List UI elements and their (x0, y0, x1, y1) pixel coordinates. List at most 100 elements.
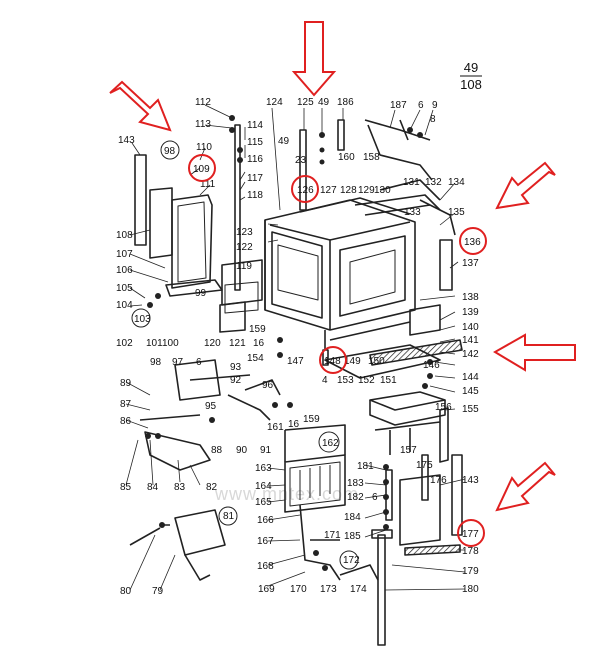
part-label: 136 (464, 237, 481, 248)
part-label: 176 (430, 475, 447, 486)
part-label: 90 (236, 445, 248, 456)
arrow-left-icon (493, 333, 576, 372)
part-label: 81 (223, 511, 235, 522)
part-label: 121 (229, 338, 246, 349)
part-label: 8 (430, 114, 436, 125)
part-label: 183 (347, 478, 364, 489)
highlight-circle-126 (291, 175, 319, 203)
part-label: 6 (196, 357, 202, 368)
svg-text:49: 49 (464, 60, 478, 75)
part-label: 138 (462, 292, 479, 303)
part-label: 179 (462, 566, 479, 577)
part-label: 93 (230, 362, 242, 373)
part-label: 110 (196, 142, 212, 153)
part-label: 167 (257, 536, 274, 547)
part-label: 173 (320, 584, 337, 595)
part-label: 129 (358, 185, 375, 196)
part-label: 119 (236, 261, 252, 272)
part-label: 156 (435, 402, 452, 413)
part-label: 16 (253, 338, 265, 349)
part-label: 166 (257, 515, 274, 526)
arrow-left-icon (495, 161, 556, 210)
part-label: 103 (134, 314, 151, 325)
part-label: 115 (247, 137, 263, 148)
part-label: 83 (174, 482, 186, 493)
part-label: 117 (247, 173, 263, 184)
part-label: 160 (338, 152, 355, 163)
arrow-diagonal-down-left-icon (495, 461, 556, 512)
part-label: 137 (462, 258, 479, 269)
part-label: 155 (462, 404, 479, 415)
page-number: 49 108 (460, 60, 482, 92)
red-arrows (109, 21, 576, 512)
part-label: 116 (247, 154, 263, 165)
part-label: 149 (344, 356, 361, 367)
part-label: 84 (147, 482, 159, 493)
part-label: 89 (120, 378, 132, 389)
watermark: www.mntex.com (214, 484, 359, 504)
part-label: 144 (462, 372, 479, 383)
arrow-diagonal-down-right-icon (109, 80, 172, 132)
part-label: 120 (204, 338, 221, 349)
leader-lines (125, 104, 466, 591)
part-label: 118 (247, 190, 263, 201)
part-label: 150 (368, 356, 385, 367)
part-label: 135 (448, 207, 465, 218)
part-label: 126 (297, 185, 314, 196)
part-label: 6 (418, 100, 424, 111)
highlight-circle-177 (457, 519, 485, 547)
fasteners (145, 115, 433, 571)
part-label: 158 (363, 152, 380, 163)
part-label: 175 (416, 460, 433, 471)
part-label: 185 (344, 531, 361, 542)
svg-text:108: 108 (460, 77, 482, 92)
part-label: 87 (120, 399, 132, 410)
part-label: 80 (120, 586, 132, 597)
part-labels: 112 113 114 115 116 117 118 124 125 49 1… (116, 97, 481, 597)
part-label: 163 (255, 463, 272, 474)
part-label: 168 (257, 561, 274, 572)
part-label: 147 (287, 356, 304, 367)
part-label: 140 (462, 322, 479, 333)
part-label: 106 (116, 265, 133, 276)
part-label: 152 (358, 375, 375, 386)
part-label: 82 (206, 482, 218, 493)
part-label: 86 (120, 416, 132, 427)
part-label: 146 (423, 360, 440, 371)
part-label: 187 (390, 100, 407, 111)
part-label: 143 (462, 475, 479, 486)
part-label: 96 (262, 380, 274, 391)
part-label: 131 (403, 177, 420, 188)
red-highlight-circles (188, 154, 487, 547)
part-label: 112 (195, 97, 211, 108)
part-label: 186 (337, 97, 354, 108)
part-label: 99 (195, 288, 207, 299)
part-label: 178 (462, 546, 479, 557)
part-label: 180 (462, 584, 479, 595)
part-label: 109 (193, 164, 210, 175)
part-label: 132 (425, 177, 442, 188)
highlight-circle-136 (459, 227, 487, 255)
part-label: 133 (404, 207, 421, 218)
part-label: 159 (249, 324, 266, 335)
part-label: 88 (211, 445, 223, 456)
part-label: 111 (200, 179, 216, 190)
part-label: 142 (462, 349, 479, 360)
part-label: 143 (118, 135, 135, 146)
part-label: 170 (290, 584, 307, 595)
part-label: 92 (230, 375, 242, 386)
part-label: 4 (322, 375, 328, 386)
part-label: 182 (347, 492, 364, 503)
part-label: 174 (350, 584, 367, 595)
part-label: 169 (258, 584, 275, 595)
part-label: 153 (337, 375, 354, 386)
part-label: 23 (295, 155, 307, 166)
part-label: 172 (343, 555, 360, 566)
part-label: 139 (462, 307, 479, 318)
part-label: 49 (318, 97, 330, 108)
black-callout-circles (131, 140, 359, 570)
part-label: 108 (116, 230, 133, 241)
part-label: 181 (357, 461, 374, 472)
part-label: 101 (146, 338, 163, 349)
